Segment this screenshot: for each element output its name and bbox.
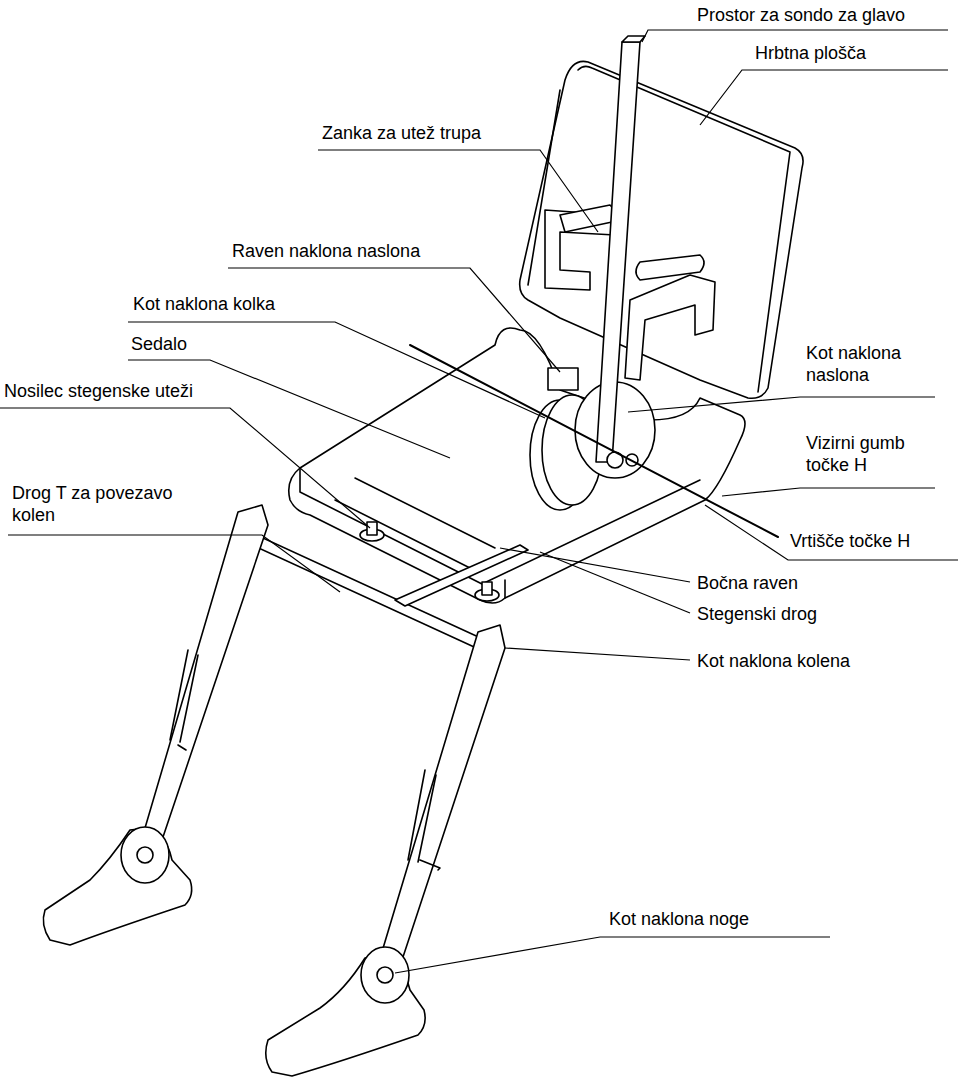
seat-pan bbox=[289, 328, 745, 603]
back-plate-edge bbox=[528, 66, 790, 392]
thigh-weight-carrier bbox=[482, 582, 492, 595]
leader-line bbox=[8, 535, 340, 592]
part-label: Prostor za sondo za glavo bbox=[697, 4, 905, 26]
foot-pivot-pin bbox=[137, 847, 153, 863]
part-label: Vrtišče točke H bbox=[790, 530, 910, 552]
back-angle-block bbox=[548, 368, 578, 390]
leader-line bbox=[628, 397, 935, 412]
torso-weight-hanger bbox=[625, 275, 715, 380]
thigh-bar bbox=[395, 545, 528, 606]
part-label: Stegenski drog bbox=[697, 603, 817, 625]
h-point-axis bbox=[410, 345, 778, 537]
leader-line bbox=[128, 322, 545, 418]
part-label: Raven naklona naslona bbox=[232, 240, 420, 262]
leader-line bbox=[642, 30, 948, 42]
leader-line bbox=[228, 268, 560, 372]
head-probe-top bbox=[622, 36, 645, 42]
leader-line bbox=[395, 937, 830, 973]
leader-line bbox=[700, 70, 948, 125]
part-label: Sedalo bbox=[131, 333, 187, 355]
lower-leg-slot bbox=[170, 650, 198, 750]
part-label: Kot naklona naslona bbox=[806, 342, 926, 386]
lower-leg bbox=[378, 625, 505, 965]
knee-t-bar bbox=[250, 532, 485, 652]
leader-line bbox=[705, 505, 958, 560]
torso-weight-cylinder bbox=[636, 255, 704, 280]
foot-pivot bbox=[121, 827, 169, 883]
leader-line bbox=[128, 360, 450, 458]
part-label: Bočna raven bbox=[697, 572, 798, 594]
head-probe-bar bbox=[596, 42, 640, 462]
part-label: Hrbtna plošča bbox=[755, 42, 866, 64]
foot-pivot-pin bbox=[377, 967, 393, 983]
part-label: Zanka za utež trupa bbox=[322, 122, 481, 144]
foot bbox=[43, 829, 191, 945]
lower-leg-slot bbox=[408, 770, 440, 870]
part-label: Kot naklona kolena bbox=[697, 650, 850, 672]
leader-line bbox=[0, 408, 370, 528]
part-label: Nosilec stegenske uteži bbox=[4, 380, 193, 402]
leader-line bbox=[505, 648, 690, 660]
part-label: Vizirni gumb točke H bbox=[806, 432, 936, 476]
thigh-weight-carrier bbox=[367, 522, 377, 535]
torso-weight-cylinder bbox=[560, 205, 615, 232]
leader-line bbox=[722, 488, 935, 496]
leader-line bbox=[500, 548, 690, 582]
foot-pivot bbox=[361, 947, 409, 1003]
back-plate bbox=[520, 61, 803, 398]
leader-line bbox=[540, 552, 690, 613]
seat-pan-edge bbox=[300, 468, 700, 598]
part-label: Kot naklona kolka bbox=[133, 293, 275, 315]
lower-leg bbox=[140, 505, 268, 845]
part-label: Kot naklona noge bbox=[609, 908, 749, 930]
part-label: Drog T za povezavo kolen bbox=[12, 482, 202, 526]
leader-line bbox=[318, 150, 598, 232]
